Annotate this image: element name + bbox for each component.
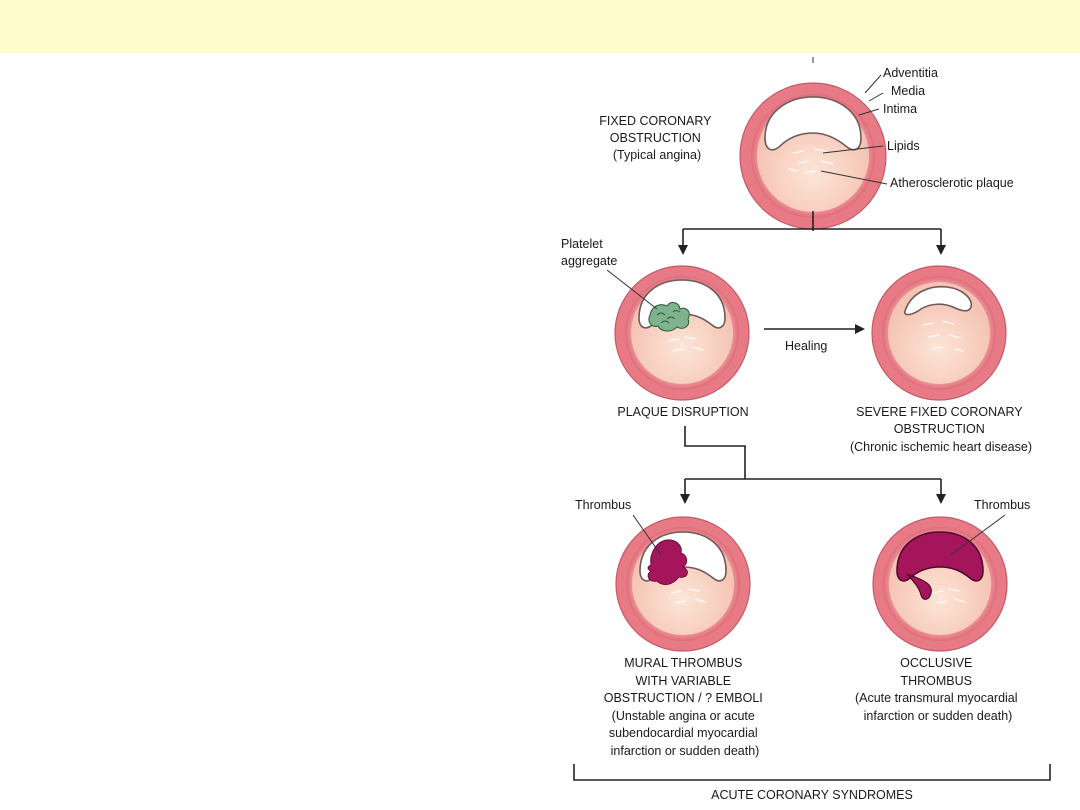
caption-occlusive-line: THROMBUS xyxy=(900,674,972,688)
caption-occlusive-line: OCCLUSIVE xyxy=(900,656,972,670)
caption-fixed: FIXED CORONARY OBSTRUCTION (Typical angi… xyxy=(599,114,715,162)
caption-mural-line: infarction or sudden death) xyxy=(611,744,760,758)
acs-bracket xyxy=(573,764,1051,781)
label-thrombus-left: Thrombus xyxy=(575,498,631,512)
caption-mural-line: MURAL THROMBUS xyxy=(624,656,742,670)
label-adventitia: Adventitia xyxy=(883,66,938,80)
caption-mural-line: subendocardial myocardial xyxy=(609,726,758,740)
label-lipids: Lipids xyxy=(887,139,920,153)
label-healing: Healing xyxy=(785,339,827,353)
vessel-fixed-obstruction xyxy=(739,82,887,230)
caption-mural-line: OBSTRUCTION / ? EMBOLI xyxy=(604,691,763,705)
caption-occlusive-line: (Acute transmural myocardial xyxy=(855,691,1018,705)
caption-occlusive: OCCLUSIVE THROMBUS (Acute transmural myo… xyxy=(855,656,1021,723)
caption-fixed-line: (Typical angina) xyxy=(613,148,701,162)
coronary-diagram: Adventitia Media Intima Lipids Atheroscl… xyxy=(553,53,1080,810)
label-media: Media xyxy=(891,84,925,98)
caption-severe-line: OBSTRUCTION xyxy=(894,422,985,436)
vessel-plaque-disruption xyxy=(614,265,750,401)
caption-fixed-line: OBSTRUCTION xyxy=(610,131,701,145)
label-platelet-line: Platelet xyxy=(561,237,603,251)
caption-occlusive-line: infarction or sudden death) xyxy=(864,709,1013,723)
caption-mural-line: WITH VARIABLE xyxy=(635,674,731,688)
label-thrombus-right: Thrombus xyxy=(974,498,1030,512)
top-banner xyxy=(0,0,1080,53)
label-plaque: Atherosclerotic plaque xyxy=(890,176,1014,190)
vessel-mural-thrombus xyxy=(615,516,751,652)
caption-disruption: PLAQUE DISRUPTION xyxy=(617,405,748,419)
caption-severe-line: SEVERE FIXED CORONARY xyxy=(856,405,1023,419)
vessel-occlusive-thrombus xyxy=(872,516,1008,652)
caption-mural: MURAL THROMBUS WITH VARIABLE OBSTRUCTION… xyxy=(604,656,767,758)
caption-severe-line: (Chronic ischemic heart disease) xyxy=(850,440,1032,454)
caption-acs: ACUTE CORONARY SYNDROMES xyxy=(711,788,913,802)
caption-severe: SEVERE FIXED CORONARY OBSTRUCTION (Chron… xyxy=(850,405,1032,454)
vessel-severe-obstruction xyxy=(871,265,1007,401)
label-intima: Intima xyxy=(883,102,917,116)
caption-fixed-line: FIXED CORONARY xyxy=(599,114,712,128)
label-platelet-line: aggregate xyxy=(561,254,617,268)
caption-mural-line: (Unstable angina or acute xyxy=(612,709,755,723)
label-platelet-aggregate: Platelet aggregate xyxy=(561,237,617,268)
